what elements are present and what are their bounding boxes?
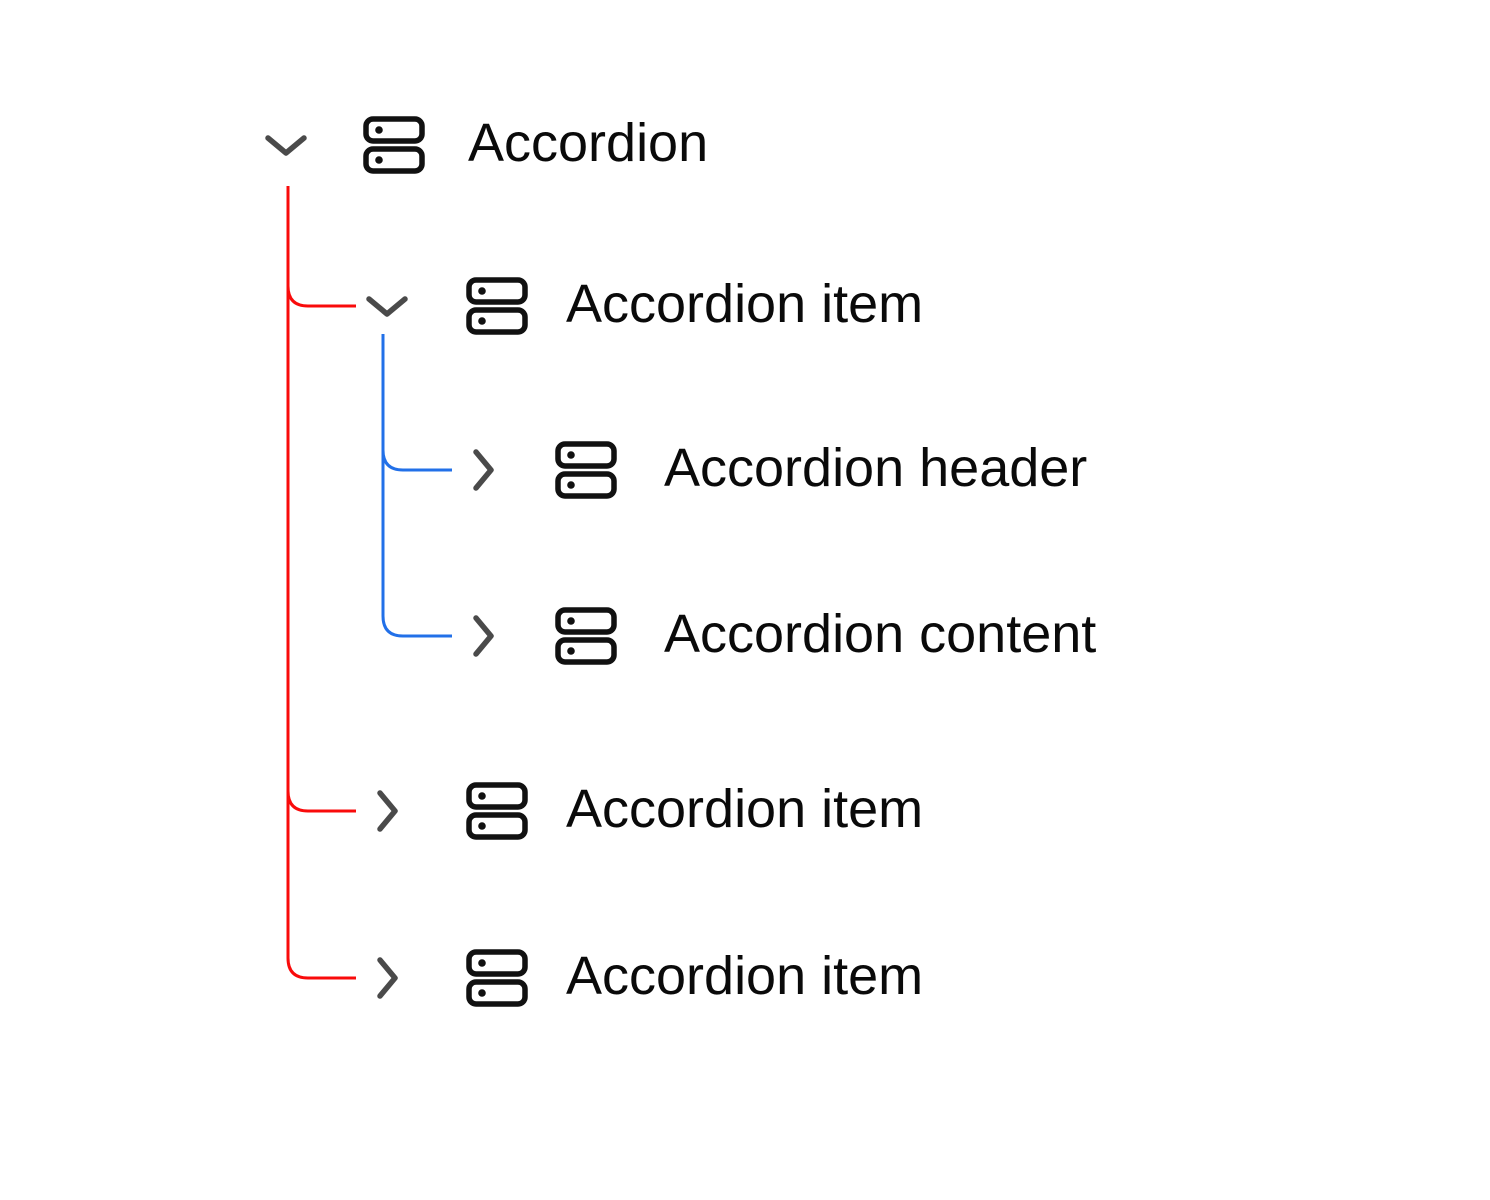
chevron-right-icon[interactable]	[365, 956, 409, 1000]
component-rows-icon	[363, 116, 425, 174]
chevron-right-icon[interactable]	[461, 448, 505, 492]
tree-node-accordion-content[interactable]: Accordion content	[461, 601, 1096, 671]
node-label-accordion-content: Accordion content	[664, 604, 1097, 664]
component-rows-icon	[555, 607, 617, 665]
component-rows-icon	[466, 277, 528, 335]
connector-item-main-line	[381, 334, 452, 638]
node-label-accordion-item: Accordion item	[566, 274, 924, 334]
component-rows-icon	[555, 441, 617, 499]
chevron-down-icon[interactable]	[264, 123, 308, 167]
node-label-accordion: Accordion	[468, 113, 709, 173]
tree-node-accordion-item-2[interactable]: Accordion item	[365, 776, 923, 846]
chevron-right-icon[interactable]	[365, 789, 409, 833]
connector-root-branch-item2	[286, 790, 356, 813]
tree-node-accordion-item-1[interactable]: Accordion item	[365, 271, 923, 341]
tree-node-accordion-item-3[interactable]: Accordion item	[365, 943, 923, 1013]
tree-node-accordion-header[interactable]: Accordion header	[461, 435, 1087, 505]
connector-item-branch-header	[381, 449, 452, 472]
node-label-accordion-item: Accordion item	[566, 779, 924, 839]
node-label-accordion-item: Accordion item	[566, 946, 924, 1006]
root-connector-group	[286, 186, 356, 980]
component-rows-icon	[466, 949, 528, 1007]
connector-root-branch-item1	[286, 285, 356, 308]
nested-connector-group	[381, 334, 452, 638]
tree-node-accordion[interactable]: Accordion	[264, 110, 708, 180]
node-label-accordion-header: Accordion header	[664, 438, 1088, 498]
component-rows-icon	[466, 782, 528, 840]
chevron-right-icon[interactable]	[461, 614, 505, 658]
connector-root-main-line	[286, 186, 356, 980]
chevron-down-icon[interactable]	[365, 284, 409, 328]
